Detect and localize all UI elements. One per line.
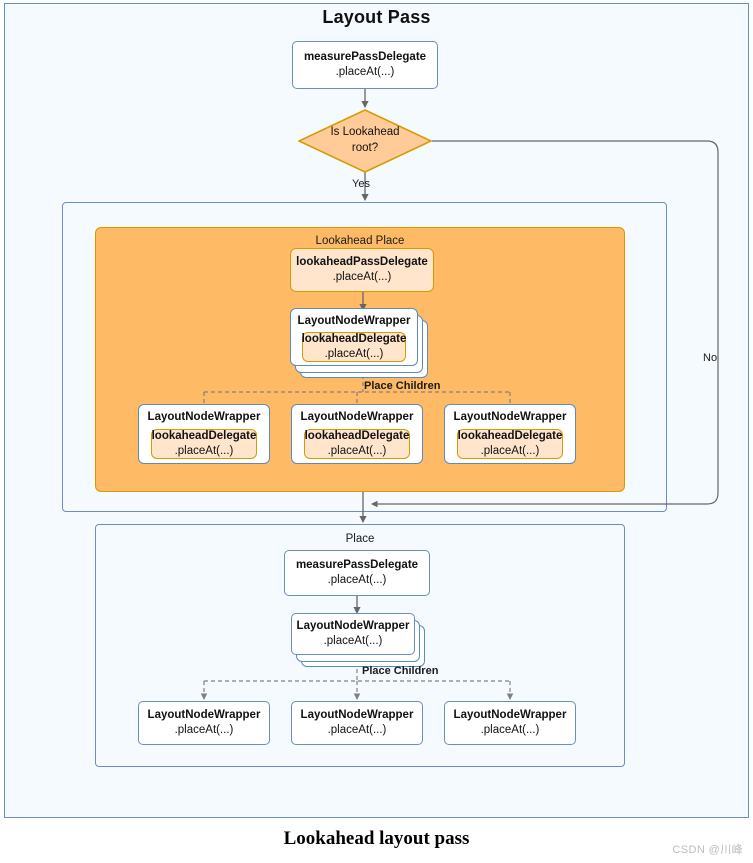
wrapper-title: LayoutNodeWrapper <box>453 411 567 423</box>
diamond-shape <box>297 109 433 173</box>
node-line-2: .placeAt(...) <box>327 574 387 586</box>
node-lookahead-delegate[interactable]: lookaheadDelegate .placeAt(...) <box>457 429 563 459</box>
wrapper-lookahead-root[interactable]: LayoutNodeWrapper lookaheadDelegate .pla… <box>290 308 418 366</box>
decision-text: Is Lookahead root? <box>298 109 432 173</box>
edge-label-place-children-place: Place Children <box>362 665 439 677</box>
node-lookahead-delegate[interactable]: lookaheadDelegate .placeAt(...) <box>151 429 257 459</box>
node-line-2: .placeAt(...) <box>324 348 384 360</box>
node-line-1: lookaheadPassDelegate <box>296 256 428 269</box>
decision-line-1: Is Lookahead <box>330 126 400 139</box>
node-place-child-1[interactable]: LayoutNodeWrapper .placeAt(...) <box>138 701 270 745</box>
wrapper-title: LayoutNodeWrapper <box>297 315 411 327</box>
node-line-2: .placeAt(...) <box>480 724 540 736</box>
wrapper-lookahead-child-1[interactable]: LayoutNodeWrapper lookaheadDelegate .pla… <box>138 404 270 464</box>
page-title: Layout Pass <box>322 7 431 27</box>
node-line-2: .placeAt(...) <box>323 635 383 647</box>
wrapper-lookahead-child-3[interactable]: LayoutNodeWrapper lookaheadDelegate .pla… <box>444 404 576 464</box>
watermark: CSDN @川峰 <box>672 844 743 856</box>
lookahead-place-label: Lookahead Place <box>315 235 405 247</box>
node-line-2: .placeAt(...) <box>327 445 387 457</box>
node-lookahead-pass-delegate[interactable]: lookaheadPassDelegate .placeAt(...) <box>290 248 434 292</box>
node-measure-pass-delegate-place[interactable]: measurePassDelegate .placeAt(...) <box>284 550 430 596</box>
wrapper-title: LayoutNodeWrapper <box>147 411 261 423</box>
node-line-1: LayoutNodeWrapper <box>296 620 410 633</box>
node-line-1: LayoutNodeWrapper <box>147 709 261 722</box>
node-line-2: .placeAt(...) <box>335 66 395 78</box>
node-line-2: .placeAt(...) <box>174 445 234 457</box>
node-lookahead-delegate[interactable]: lookaheadDelegate .placeAt(...) <box>304 429 410 459</box>
decision-is-lookahead-root[interactable]: Is Lookahead root? <box>297 109 433 173</box>
edge-label-place-children-lookahead: Place Children <box>364 380 441 392</box>
wrapper-lookahead-child-2[interactable]: LayoutNodeWrapper lookaheadDelegate .pla… <box>291 404 423 464</box>
node-line-2: .placeAt(...) <box>327 724 387 736</box>
edge-label-yes: Yes <box>352 178 370 190</box>
node-line-1: lookaheadDelegate <box>304 430 410 443</box>
node-line-1: LayoutNodeWrapper <box>453 709 567 722</box>
figure-caption: Lookahead layout pass <box>283 828 470 849</box>
place-label: Place <box>345 533 375 545</box>
node-place-child-3[interactable]: LayoutNodeWrapper .placeAt(...) <box>444 701 576 745</box>
node-line-2: .placeAt(...) <box>174 724 234 736</box>
node-line-2: .placeAt(...) <box>332 271 392 283</box>
node-lookahead-delegate[interactable]: lookaheadDelegate .placeAt(...) <box>302 332 406 362</box>
node-place-child-2[interactable]: LayoutNodeWrapper .placeAt(...) <box>291 701 423 745</box>
edge-label-no: No <box>703 352 718 364</box>
node-line-2: .placeAt(...) <box>480 445 540 457</box>
node-line-1: lookaheadDelegate <box>151 430 257 443</box>
wrapper-place-root[interactable]: LayoutNodeWrapper .placeAt(...) <box>291 613 415 655</box>
node-line-1: measurePassDelegate <box>303 51 427 64</box>
node-line-1: lookaheadDelegate <box>301 333 407 346</box>
node-line-1: measurePassDelegate <box>295 559 419 572</box>
wrapper-title: LayoutNodeWrapper <box>300 411 414 423</box>
node-measure-pass-delegate-top[interactable]: measurePassDelegate .placeAt(...) <box>292 41 438 89</box>
node-line-1: lookaheadDelegate <box>457 430 563 443</box>
node-line-1: LayoutNodeWrapper <box>300 709 414 722</box>
decision-line-2: root? <box>351 142 379 154</box>
